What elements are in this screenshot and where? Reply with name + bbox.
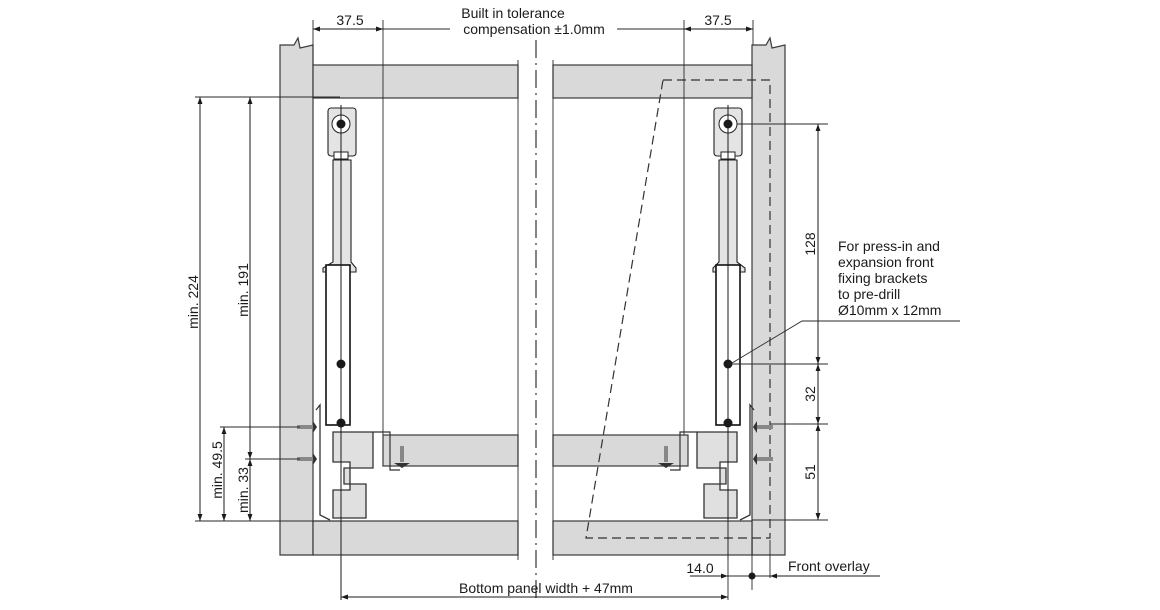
tolerance-label-line2: compensation ±1.0mm — [463, 21, 605, 37]
screw-icon — [297, 421, 317, 433]
right-drawer-top-rail — [552, 64, 753, 99]
bottom-width-label: Bottom panel width + 47mm — [459, 580, 633, 596]
screw-icon — [394, 446, 410, 468]
right-runner — [670, 105, 755, 560]
right-offset-label: 37.5 — [704, 12, 731, 28]
screw-icon — [753, 421, 773, 433]
min-49-5-label: min. 49.5 — [209, 441, 225, 499]
note-leader-line — [731, 320, 960, 364]
note-line-2: expansion front — [838, 254, 934, 270]
left-cabinet-side-panel — [279, 36, 314, 556]
min-191-label: min. 191 — [235, 263, 251, 317]
screw-icon — [753, 453, 773, 465]
left-drawer-bottom-rail — [312, 520, 519, 556]
note-line-4: to pre-drill — [838, 286, 900, 302]
min-224-label: min. 224 — [185, 275, 201, 329]
front-overlay-label: Front overlay — [788, 558, 870, 574]
screw-icon — [658, 446, 674, 468]
left-offset-label: 37.5 — [336, 12, 363, 28]
tolerance-label-line1: Built in tolerance — [461, 5, 565, 21]
dim-32-label: 32 — [802, 386, 818, 402]
note-line-5: Ø10mm x 12mm — [838, 302, 941, 318]
dim-51-label: 51 — [802, 464, 818, 480]
min-33-label: min. 33 — [235, 467, 251, 513]
reference-point — [748, 572, 756, 580]
note-line-1: For press-in and — [838, 238, 940, 254]
dim-128-label: 128 — [802, 232, 818, 256]
front-panel-outline — [585, 79, 771, 539]
right-cabinet-side-panel — [751, 36, 786, 556]
screw-icon — [297, 453, 317, 465]
dim-14-label: 14.0 — [686, 560, 713, 576]
left-drawer-bottom-panel — [382, 434, 519, 467]
left-runner — [315, 105, 400, 600]
left-drawer-top-rail — [312, 64, 519, 99]
note-line-3: fixing brackets — [838, 270, 927, 286]
right-drawer-bottom-rail — [552, 520, 753, 556]
